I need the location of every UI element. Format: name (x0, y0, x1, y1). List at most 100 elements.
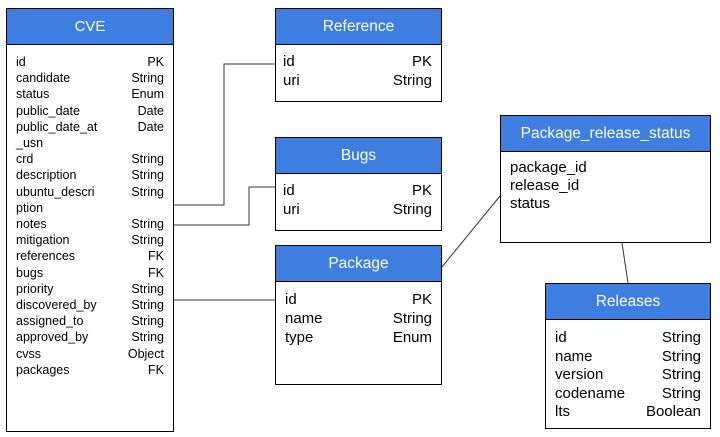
field-row: candidate String (16, 70, 164, 86)
entity-package: Package id PK name String type Enum (275, 245, 442, 385)
field-row: approved_by String (16, 329, 164, 345)
field-row: release_id (510, 177, 701, 195)
field-row: mitigation String (16, 232, 164, 248)
field-name: _usn (16, 136, 44, 151)
field-name: crd (16, 152, 34, 167)
field-type: String (131, 217, 164, 232)
field-row: codename String (555, 385, 701, 404)
field-name: discovered_by (16, 298, 97, 313)
field-type: PK (411, 291, 432, 308)
field-type: String (392, 72, 432, 89)
field-row: id PK (283, 52, 432, 71)
field-row: id PK (16, 54, 164, 70)
field-name: priority (16, 281, 54, 296)
field-type: PK (411, 53, 432, 70)
field-name: package_id (510, 159, 587, 176)
field-name: id (555, 329, 567, 346)
field-type: String (661, 384, 701, 402)
field-name: version (555, 366, 604, 383)
field-type: String (131, 71, 164, 86)
field-name: type (285, 329, 314, 346)
field-row: type Enum (285, 328, 432, 347)
field-row: ption (16, 200, 164, 216)
field-row: uri String (283, 71, 432, 90)
field-row: ubuntu_descri String (16, 184, 164, 200)
field-name: uri (283, 201, 300, 218)
field-name: mitigation (16, 233, 70, 248)
field-type: Date (137, 119, 164, 134)
field-row: id PK (285, 290, 432, 309)
connector-prs-releases (621, 242, 629, 284)
connector-cve-reference (174, 63, 275, 206)
field-type: Enum (131, 87, 164, 102)
connector-package-prs (441, 195, 501, 268)
field-list: id PK name String type Enum (276, 282, 441, 347)
entity-title: Bugs (276, 138, 441, 174)
field-type: Boolean (645, 403, 701, 420)
field-name: ption (16, 200, 44, 215)
entity-title: CVE (7, 9, 173, 45)
entity-reference: Reference id PK uri String (275, 8, 442, 102)
field-row: _usn (16, 135, 164, 151)
field-name: id (285, 291, 297, 308)
field-row: lts Boolean (555, 403, 701, 422)
field-row: crd String (16, 151, 164, 167)
field-name: cvss (16, 346, 41, 361)
field-type: String (392, 310, 432, 327)
field-type: String (131, 184, 164, 199)
field-type: String (131, 233, 164, 248)
field-type: String (131, 281, 164, 296)
field-type: String (131, 314, 164, 329)
field-name: public_date (16, 103, 80, 118)
field-name: id (16, 55, 26, 69)
field-type: PK (147, 55, 164, 69)
field-type: Object (127, 346, 164, 361)
field-row: assigned_to String (16, 313, 164, 329)
field-row: notes String (16, 216, 164, 232)
field-name: candidate (16, 71, 71, 86)
field-name: name (285, 310, 323, 327)
field-name: description (16, 168, 77, 183)
field-name: codename (555, 384, 626, 402)
field-type: String (392, 201, 432, 218)
field-name: id (283, 53, 295, 70)
field-name: bugs (16, 265, 44, 280)
field-type: String (131, 330, 164, 345)
entity-title: Package_release_status (501, 116, 710, 152)
field-row: uri String (283, 200, 432, 219)
field-type: String (131, 152, 164, 167)
field-type: Enum (392, 329, 432, 346)
field-row: package_id (510, 159, 701, 177)
field-name: lts (555, 403, 570, 420)
field-row: packages FK (16, 362, 164, 378)
field-name: uri (283, 72, 300, 89)
connector-cve-bugs (174, 186, 275, 226)
field-name: packages (16, 362, 70, 377)
field-type: FK (148, 362, 164, 377)
field-name: ubuntu_descri (16, 184, 95, 199)
field-name: notes (16, 217, 47, 232)
field-row: status (510, 195, 701, 213)
field-name: release_id (510, 177, 580, 194)
field-type: String (661, 366, 701, 383)
entity-title: Reference (276, 9, 441, 45)
field-name: references (16, 249, 76, 264)
field-name: assigned_to (16, 314, 84, 329)
entity-title: Package (276, 246, 441, 282)
field-name: approved_by (16, 330, 89, 345)
field-row: name String (285, 309, 432, 328)
field-name: status (510, 195, 551, 212)
